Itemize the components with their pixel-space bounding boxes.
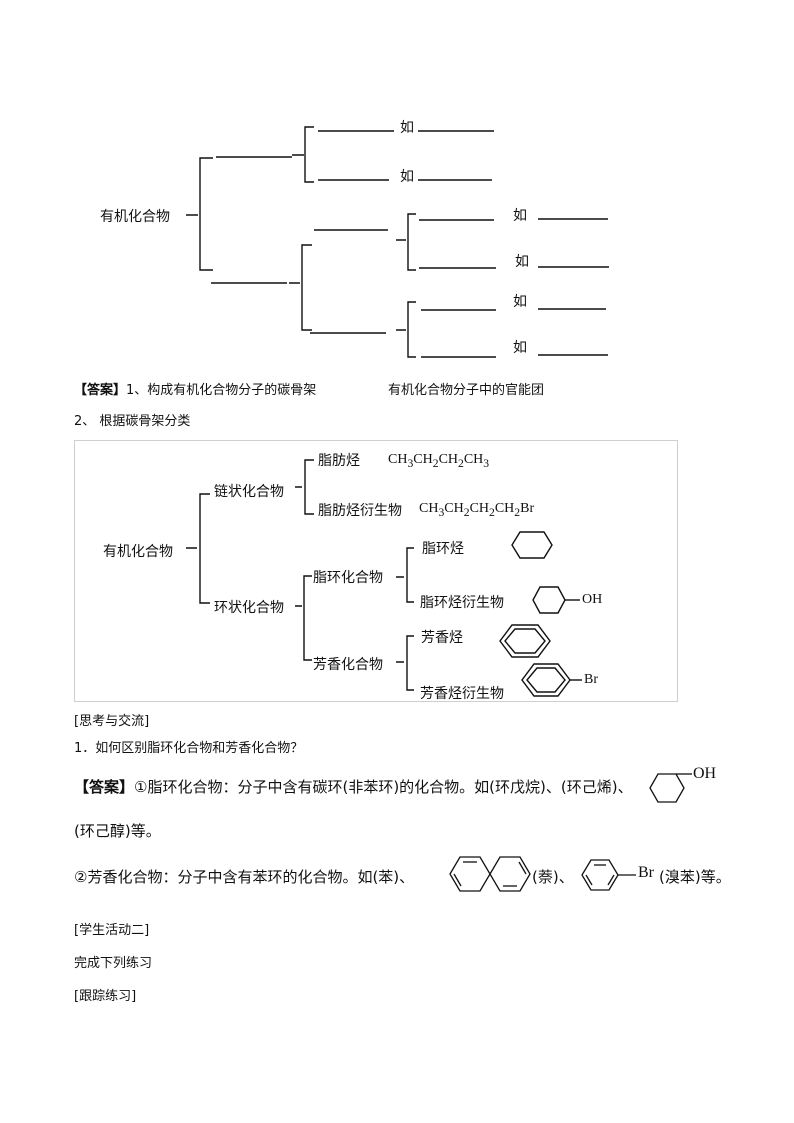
aromatic-definition: ②芳香化合物：分子中含有苯环的化合物。如(苯)、 xyxy=(74,868,415,886)
cyclohexanol-name: (环己醇)等。 xyxy=(74,822,161,840)
tree1-example-5: 如 xyxy=(513,294,527,310)
aliphatic-hydrocarbon-label: 脂肪烃 xyxy=(318,453,360,469)
tree1-example-6: 如 xyxy=(513,340,527,356)
cyclohexanol-structure-icon xyxy=(649,773,692,803)
alicyclic-hydrocarbon-label: 脂环烃 xyxy=(422,541,464,557)
classification-tree-blank xyxy=(186,126,609,358)
item2-heading: 2、 根据碳骨架分类 xyxy=(74,414,191,429)
answer2-line1: 【答案】①脂环化合物：分子中含有碳环(非苯环)的化合物。如(环戊烷)、(环己烯)… xyxy=(74,776,633,797)
answer-oh-label: OH xyxy=(693,765,717,782)
tree1-example-4: 如 xyxy=(515,254,529,270)
activity-header: [学生活动二] xyxy=(74,923,150,938)
activity-instruction: 完成下列练习 xyxy=(74,956,153,971)
alicyclic-derivative-label: 脂环烃衍生物 xyxy=(420,595,504,611)
think-header: [思考与交流] xyxy=(74,714,150,729)
tree1-root: 有机化合物 xyxy=(100,209,170,225)
naphthalene-structure-icon xyxy=(449,856,531,892)
question-1: 1．如何区别脂环化合物和芳香化合物？ xyxy=(74,741,304,756)
cyclic-compound-label: 环状化合物 xyxy=(214,600,284,616)
tree1-example-2: 如 xyxy=(400,169,414,185)
answer1-part1: 1、构成有机化合物分子的碳骨架 xyxy=(126,383,317,398)
answer-br-label: Br xyxy=(638,864,654,881)
bromobenzene-structure-icon xyxy=(581,859,636,891)
naphthalene-name: (萘)、 xyxy=(532,868,574,886)
alicyclic-compound-label: 脂环化合物 xyxy=(313,570,383,586)
butane-formula: CH3CH2CH2CH3 xyxy=(388,452,490,470)
bromobenzene-br-label: Br xyxy=(584,672,598,687)
answer1-line: 【答案】1、构成有机化合物分子的碳骨架 xyxy=(74,379,316,398)
tree1-example-3: 如 xyxy=(513,208,527,224)
aliphatic-derivative-label: 脂肪烃衍生物 xyxy=(318,503,402,519)
answer-tag: 【答案】 xyxy=(74,383,127,398)
bromobutane-formula: CH3CH2CH2CH2Br xyxy=(419,501,535,519)
answer-tag-2: 【答案】 xyxy=(74,778,135,796)
classification-tree-frame xyxy=(74,440,678,702)
aromatic-hydrocarbon-label: 芳香烃 xyxy=(421,630,463,646)
alicyclic-definition: ①脂环化合物：分子中含有碳环(非苯环)的化合物。如(环戊烷)、(环己烯)、 xyxy=(134,778,633,796)
cyclohexanol-oh-label: OH xyxy=(582,592,603,607)
follow-practice-header: [跟踪练习] xyxy=(74,989,137,1004)
classification-tree-filled xyxy=(186,459,582,697)
tree2-root: 有机化合物 xyxy=(103,544,173,560)
aromatic-compound-label: 芳香化合物 xyxy=(313,657,383,673)
bromobenzene-name: (溴苯)等。 xyxy=(659,868,731,886)
aromatic-derivative-label: 芳香烃衍生物 xyxy=(420,686,504,702)
chain-compound-label: 链状化合物 xyxy=(214,484,284,500)
tree1-example-1: 如 xyxy=(400,120,414,136)
answer1-part2: 有机化合物分子中的官能团 xyxy=(388,383,545,398)
